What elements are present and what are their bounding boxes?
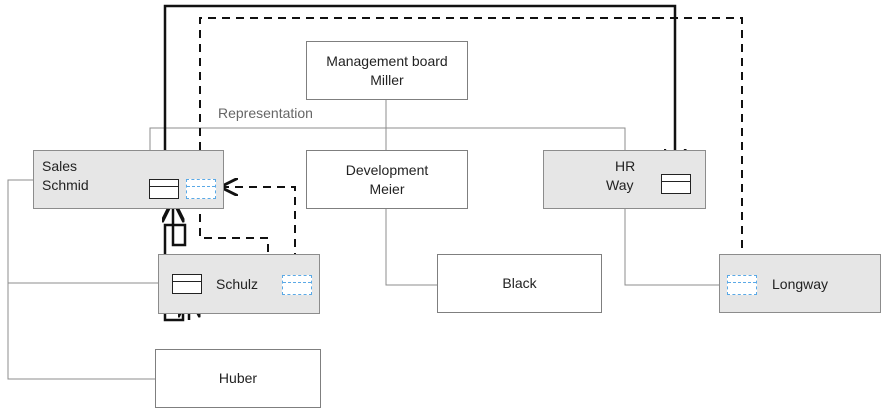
management-board-box: Management board Miller: [306, 41, 468, 100]
black-label: Black: [502, 275, 537, 291]
longway-label: Longway: [772, 276, 829, 292]
longway-dashed-window-icon: [727, 275, 757, 295]
sales-name: Schmid: [42, 177, 89, 193]
schulz-dashed-window-icon: [282, 275, 312, 295]
huber-label: Huber: [218, 370, 258, 386]
hr-title: HR: [615, 158, 636, 174]
hr-name: Way: [606, 177, 634, 193]
representation-label: Representation: [218, 105, 313, 121]
development-title: Development: [345, 161, 429, 178]
development-box: Development Meier: [306, 150, 468, 209]
hr-box: HR Way: [543, 150, 706, 209]
dashed-arrow-schulz-to-sales: [222, 187, 296, 275]
schulz-window-icon: [172, 274, 202, 294]
hr-window-icon: [661, 174, 691, 194]
management-title: Management board: [326, 52, 448, 69]
black-box: Black: [437, 254, 602, 313]
development-name: Meier: [369, 180, 405, 197]
dashed-arrow-sales-to-longway: [199, 17, 742, 278]
management-name: Miller: [370, 71, 404, 88]
sales-dashed-window-icon: [186, 179, 216, 199]
sales-solid-window-icon: [149, 179, 179, 199]
sales-title: Sales: [42, 158, 78, 174]
solid-arrow-sales-to-hr: [163, 4, 675, 178]
schulz-label: Schulz: [216, 276, 259, 292]
solid-arrow-schulz-to-sales: [165, 202, 187, 322]
huber-box: Huber: [155, 349, 321, 408]
hierarchy-lines: [7, 100, 719, 380]
